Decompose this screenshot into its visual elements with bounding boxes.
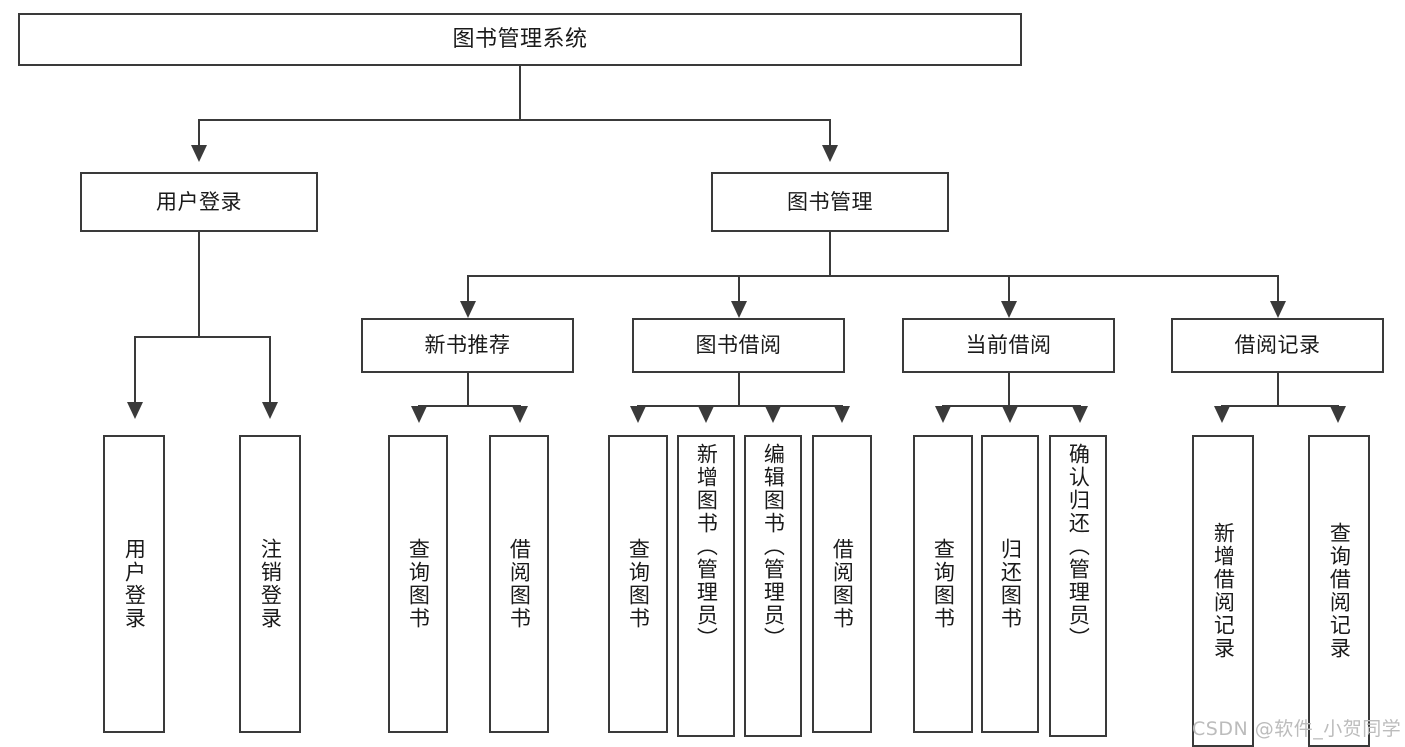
connector-root-to-book-mgmt — [829, 119, 831, 147]
node-label: 用户登录 — [156, 189, 242, 214]
arrow-root-to-book-mgmt — [822, 145, 838, 162]
connector-new-book-bar — [418, 405, 521, 407]
connector-book-mgmt-bar — [467, 275, 1279, 277]
arrow-user-login-child1 — [127, 402, 143, 419]
arrow-book-mgmt-child1 — [460, 301, 476, 318]
node-label: 新增借阅记录 — [1211, 522, 1236, 660]
node-label: 借阅记录 — [1234, 333, 1321, 358]
arrow-book-borrow-child4 — [834, 406, 850, 423]
connector-user-login-child2 — [269, 336, 271, 404]
connector-book-mgmt-child3 — [1008, 275, 1010, 303]
leaf-book-borrow-edit: 编辑图书（管理员） — [744, 435, 802, 737]
leaf-user-login-signin: 用户登录 — [103, 435, 165, 733]
node-label: 确认归还（管理员） — [1066, 443, 1091, 650]
node-label: 用户登录 — [122, 538, 147, 630]
node-current-borrow: 当前借阅 — [902, 318, 1115, 373]
node-label: 图书管理 — [787, 189, 873, 214]
connector-root-stem — [519, 66, 521, 120]
arrow-borrow-record-child1 — [1214, 406, 1230, 423]
connector-new-book-stem — [467, 373, 469, 406]
node-root-system: 图书管理系统 — [18, 13, 1022, 66]
arrow-current-borrow-child3 — [1072, 406, 1088, 423]
node-borrow-record: 借阅记录 — [1171, 318, 1384, 373]
leaf-borrow-record-query: 查询借阅记录 — [1308, 435, 1370, 747]
arrow-book-borrow-child3 — [765, 406, 781, 423]
node-label: 查询图书 — [931, 538, 956, 630]
node-label: 归还图书 — [998, 538, 1023, 630]
connector-book-mgmt-child4 — [1277, 275, 1279, 303]
leaf-user-login-signout: 注销登录 — [239, 435, 301, 733]
connector-book-borrow-stem — [738, 373, 740, 406]
node-new-book-recommend: 新书推荐 — [361, 318, 574, 373]
leaf-book-borrow-query: 查询图书 — [608, 435, 668, 733]
leaf-book-borrow-add: 新增图书（管理员） — [677, 435, 735, 737]
connector-borrow-record-bar — [1221, 405, 1339, 407]
leaf-borrow-record-add: 新增借阅记录 — [1192, 435, 1254, 747]
arrow-book-borrow-child1 — [630, 406, 646, 423]
connector-book-mgmt-child2 — [738, 275, 740, 303]
leaf-new-book-query: 查询图书 — [388, 435, 448, 733]
node-label: 查询图书 — [406, 538, 431, 630]
node-label: 查询图书 — [626, 538, 651, 630]
connector-book-mgmt-child1 — [467, 275, 469, 303]
connector-user-login-child1 — [134, 336, 136, 404]
leaf-current-borrow-confirm: 确认归还（管理员） — [1049, 435, 1107, 737]
node-label: 新增图书（管理员） — [694, 443, 719, 650]
connector-borrow-record-stem — [1277, 373, 1279, 406]
leaf-current-borrow-return: 归还图书 — [981, 435, 1039, 733]
leaf-current-borrow-query: 查询图书 — [913, 435, 973, 733]
connector-book-borrow-bar — [637, 405, 843, 407]
arrow-root-to-user-login — [191, 145, 207, 162]
connector-book-mgmt-stem — [829, 232, 831, 276]
connector-root-bar — [198, 119, 831, 121]
connector-user-login-stem — [198, 232, 200, 337]
leaf-new-book-borrow: 借阅图书 — [489, 435, 549, 733]
arrow-current-borrow-child1 — [935, 406, 951, 423]
leaf-book-borrow-lend: 借阅图书 — [812, 435, 872, 733]
node-label: 新书推荐 — [424, 333, 511, 358]
node-book-borrow: 图书借阅 — [632, 318, 845, 373]
arrow-book-mgmt-child3 — [1001, 301, 1017, 318]
node-book-management: 图书管理 — [711, 172, 949, 232]
arrow-book-mgmt-child4 — [1270, 301, 1286, 318]
node-user-login: 用户登录 — [80, 172, 318, 232]
node-label: 借阅图书 — [507, 538, 532, 630]
arrow-borrow-record-child2 — [1330, 406, 1346, 423]
arrow-current-borrow-child2 — [1002, 406, 1018, 423]
arrow-new-book-child1 — [411, 406, 427, 423]
node-label: 查询借阅记录 — [1327, 522, 1352, 660]
connector-user-login-bar — [134, 336, 271, 338]
connector-root-to-user-login — [198, 119, 200, 147]
node-label: 图书借阅 — [695, 333, 782, 358]
node-label: 编辑图书（管理员） — [761, 443, 786, 650]
arrow-user-login-child2 — [262, 402, 278, 419]
node-label: 借阅图书 — [830, 538, 855, 630]
node-label: 当前借阅 — [965, 333, 1052, 358]
arrow-book-mgmt-child2 — [731, 301, 747, 318]
arrow-book-borrow-child2 — [698, 406, 714, 423]
node-label: 注销登录 — [258, 538, 283, 630]
node-label: 图书管理系统 — [452, 26, 588, 52]
arrow-new-book-child2 — [512, 406, 528, 423]
connector-current-borrow-stem — [1008, 373, 1010, 406]
